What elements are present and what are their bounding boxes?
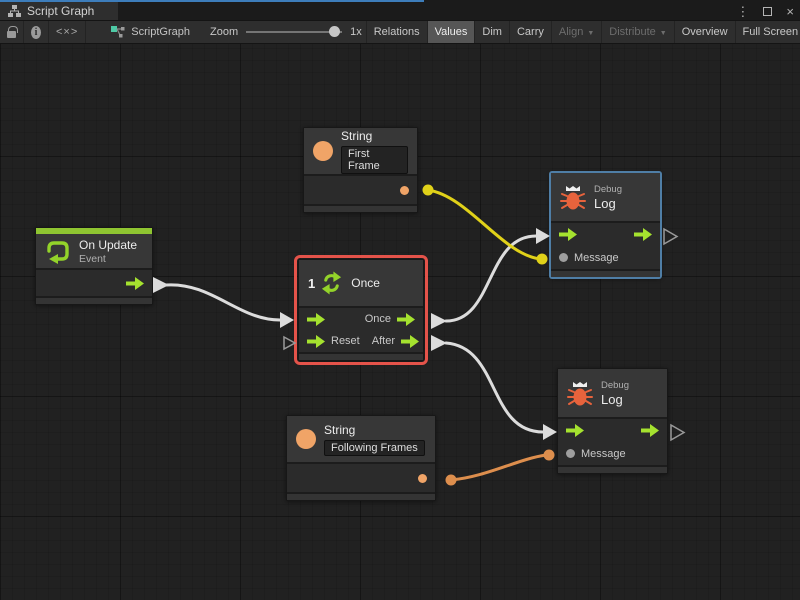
script-graph-icon (111, 26, 125, 38)
title-bar: Script Graph ⋮ × (0, 0, 800, 20)
relations-button-label: Relations (373, 26, 420, 38)
reset-input-port[interactable] (307, 334, 325, 348)
node-subtitle: Debug (594, 183, 622, 195)
string-value-input[interactable]: First Frame (341, 145, 408, 174)
align-dropdown-label: Align (558, 26, 584, 38)
node-title: Log (594, 195, 616, 211)
node-debug-log-top[interactable]: Debug Log Message (550, 172, 661, 278)
after-output-port[interactable] (400, 334, 419, 348)
node-string-first-frame[interactable]: String First Frame (303, 127, 418, 213)
relations-button[interactable]: Relations (365, 21, 428, 43)
message-input-label: Message (581, 447, 626, 460)
graph-hierarchy-icon (8, 5, 21, 17)
align-dropdown[interactable]: Align ▼ (552, 21, 603, 43)
distribute-dropdown[interactable]: Distribute ▼ (602, 21, 675, 43)
window-close-button[interactable]: × (786, 3, 794, 19)
zoom-slider[interactable] (246, 26, 343, 38)
lock-button[interactable] (0, 21, 24, 43)
reset-input-label: Reset (331, 335, 360, 347)
node-string-following-frames[interactable]: String Following Frames (286, 415, 436, 501)
node-title: String (341, 128, 373, 143)
fullscreen-button-label: Full Screen (742, 26, 799, 38)
tab-script-graph[interactable]: Script Graph (0, 2, 118, 20)
string-literal-icon (313, 141, 333, 161)
on-update-loop-icon (47, 241, 69, 264)
node-on-update[interactable]: On Update Event (35, 227, 153, 305)
message-input-label: Message (574, 251, 619, 264)
edit-source-button[interactable]: <×> (49, 21, 87, 43)
zoom-label: Zoom (209, 26, 239, 38)
node-footer (299, 352, 423, 360)
once-cycle-icon (322, 271, 342, 295)
carry-button[interactable]: Carry (510, 21, 552, 43)
node-subtitle: Event (79, 252, 106, 265)
dim-button-label: Dim (482, 26, 502, 38)
once-count-badge: 1 (308, 275, 316, 291)
once-output-port[interactable] (397, 312, 415, 326)
code-icon: <×> (56, 26, 79, 38)
string-output-port[interactable] (400, 185, 409, 195)
debug-bug-icon (567, 381, 593, 405)
message-input-port[interactable] (566, 449, 575, 458)
once-output-label: Once (364, 313, 391, 325)
overview-button-label: Overview (681, 26, 728, 38)
node-title: Log (601, 391, 623, 407)
node-footer (558, 465, 667, 473)
distribute-dropdown-label: Distribute (609, 26, 656, 38)
overview-button[interactable]: Overview (675, 21, 736, 43)
node-footer (551, 269, 660, 277)
message-input-port[interactable] (559, 253, 568, 262)
node-footer (36, 296, 152, 304)
lock-icon (7, 26, 18, 38)
flow-input-port[interactable] (559, 228, 577, 241)
node-footer (304, 204, 417, 212)
string-output-port[interactable] (418, 473, 427, 483)
info-icon: i (31, 25, 41, 39)
zoom-value: 1x (350, 26, 362, 38)
flow-output-port[interactable] (641, 424, 659, 437)
graph-breadcrumb[interactable]: ScriptGraph (104, 21, 197, 43)
node-footer (287, 492, 435, 500)
window-title: Script Graph (27, 4, 95, 18)
dim-button[interactable]: Dim (475, 21, 510, 43)
values-button[interactable]: Values (427, 21, 476, 43)
flow-input-port[interactable] (566, 424, 584, 437)
node-title: On Update (79, 237, 138, 252)
window-maximize-button[interactable] (763, 6, 773, 16)
graph-toolbar: i <×> ScriptGraph Zoom 1x Relations (0, 20, 800, 44)
window-menu-button[interactable]: ⋮ (736, 3, 750, 19)
after-output-label: After (371, 335, 395, 347)
zoom-control: Zoom 1x (203, 21, 366, 43)
flow-output-port[interactable] (126, 276, 144, 290)
carry-button-label: Carry (516, 26, 544, 38)
values-button-label: Values (434, 26, 468, 38)
graph-name-label: ScriptGraph (131, 26, 190, 38)
node-once[interactable]: 1 Once Once Reset After (294, 255, 428, 365)
node-debug-log-bottom[interactable]: Debug Log Message (557, 368, 668, 474)
node-subtitle: Debug (601, 379, 629, 391)
zoom-slider-thumb[interactable] (329, 26, 341, 37)
string-literal-icon (296, 429, 316, 449)
chevron-down-icon: ▼ (587, 29, 595, 37)
flow-input-port[interactable] (307, 312, 325, 326)
fullscreen-button[interactable]: Full Screen (736, 21, 800, 43)
node-title: String (324, 422, 356, 437)
node-title: Once (351, 276, 380, 290)
flow-output-port[interactable] (634, 228, 652, 241)
zoom-slider-track (246, 31, 343, 33)
window-controls: ⋮ × (736, 2, 794, 20)
active-tab-accent (0, 0, 424, 2)
info-button[interactable]: i (24, 21, 49, 43)
debug-bug-icon (560, 185, 586, 209)
chevron-down-icon: ▼ (659, 29, 667, 37)
string-value-input[interactable]: Following Frames (324, 439, 425, 456)
event-color-bar (36, 228, 152, 234)
